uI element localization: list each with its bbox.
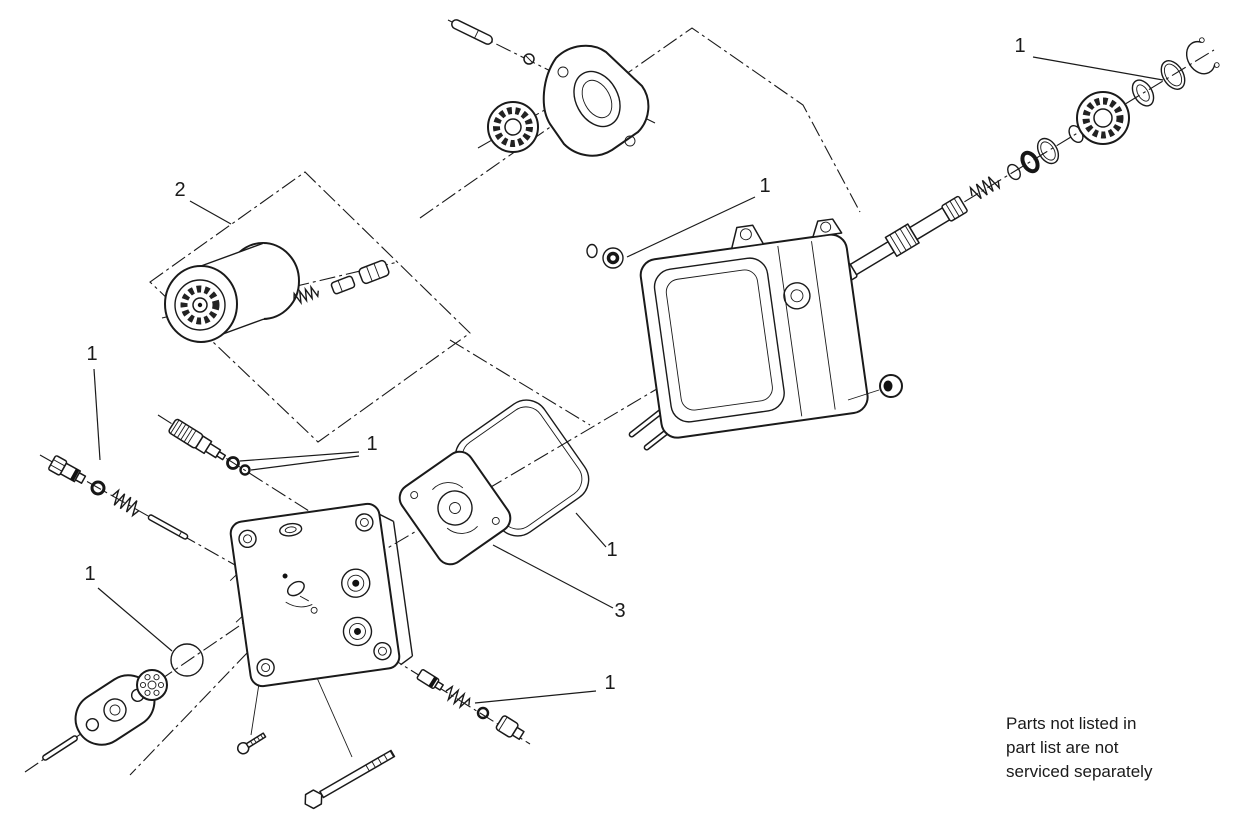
callout-label-1-housing: 1	[759, 175, 770, 197]
shaft-spring	[969, 176, 1001, 200]
rear-bearing	[1076, 91, 1130, 145]
shaft-seal	[586, 243, 624, 269]
shaft-seal-ring	[1020, 150, 1040, 174]
note-line: serviced separately	[1006, 762, 1153, 782]
leader-lines	[93, 56, 1164, 704]
snap-ring	[1185, 37, 1220, 75]
shaft-key	[451, 19, 493, 45]
retaining-washer	[1131, 79, 1155, 107]
cover-o-ring	[170, 643, 204, 677]
orifice-fitting	[168, 418, 227, 461]
callout-label-2: 2	[174, 179, 185, 201]
left-o-ring	[90, 480, 106, 496]
valve-cap	[416, 669, 444, 691]
front-bearing	[487, 101, 539, 153]
left-plug	[48, 455, 87, 484]
callout-label-1-shaft: 1	[1014, 35, 1025, 57]
housing-plug	[847, 374, 903, 401]
pump-housing	[639, 218, 869, 439]
shaft-washer-small	[1007, 163, 1021, 181]
mounting-bolt-long	[304, 749, 396, 810]
service-note: Parts not listed in part list are not se…	[1006, 712, 1152, 784]
callout-label-1-left-plug: 1	[86, 343, 97, 365]
callout-label-1-cover-oring: 1	[84, 563, 95, 585]
retaining-ring	[1160, 60, 1186, 90]
cylinder-block	[164, 242, 300, 343]
fitting-o-ring-1	[226, 456, 240, 470]
callout-label-3: 3	[614, 600, 625, 622]
screw-short	[236, 732, 267, 755]
shaft-retainer-ring	[1036, 137, 1060, 165]
note-line: Parts not listed in	[1006, 714, 1137, 733]
callout-label-1-valve: 1	[604, 672, 615, 694]
left-pin	[147, 514, 189, 540]
valve-plug	[495, 715, 525, 741]
valve-spring	[445, 684, 471, 710]
left-spring	[111, 488, 140, 518]
callout-label-1-gasket: 1	[606, 539, 617, 561]
valve-plate	[398, 450, 512, 566]
end-cover	[229, 502, 414, 688]
piston-assembly	[293, 259, 390, 306]
callout-label-1-fitting: 1	[366, 433, 377, 455]
set-screw	[523, 53, 535, 65]
valve-o-ring	[476, 706, 490, 720]
fitting-o-ring-2	[239, 464, 251, 476]
perforated-disc	[136, 669, 168, 701]
cover-pin	[42, 735, 78, 761]
mounting-flange	[542, 44, 650, 157]
note-line: part list are not	[1006, 738, 1119, 758]
